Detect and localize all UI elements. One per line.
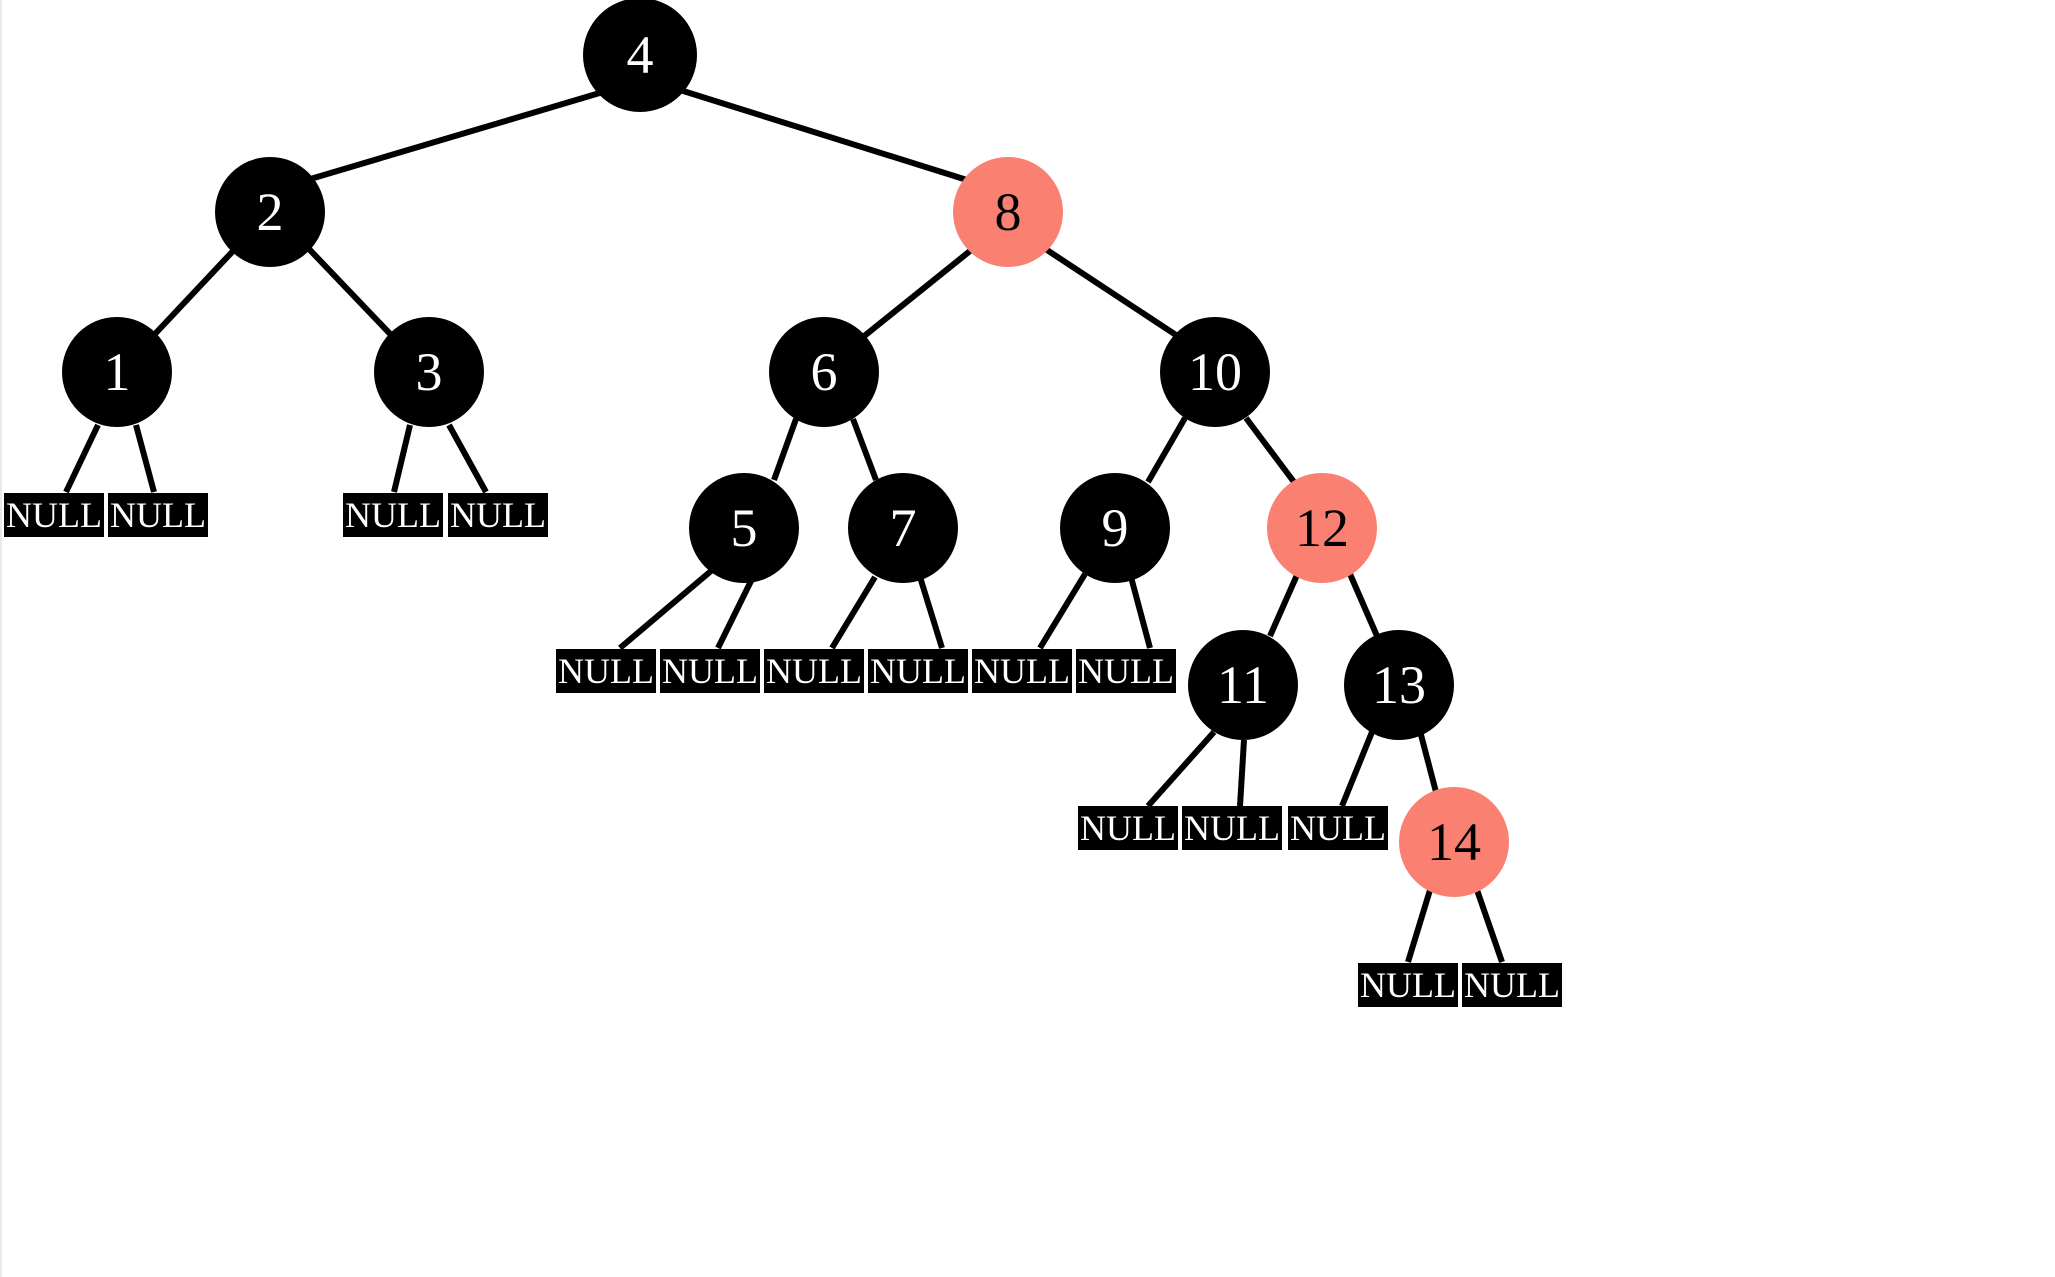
tree-edge xyxy=(306,89,604,183)
nil-leaf[interactable]: NULL xyxy=(1358,963,1458,1007)
nil-leaf[interactable]: NULL xyxy=(448,493,548,537)
nil-leaf-label: NULL xyxy=(450,495,546,535)
tree-node-label: 10 xyxy=(1188,342,1242,402)
nil-leaf[interactable]: NULL xyxy=(1182,806,1282,850)
tree-node-7[interactable]: 7 xyxy=(848,473,958,583)
tree-node-9[interactable]: 9 xyxy=(1060,473,1170,583)
tree-edge xyxy=(391,424,413,493)
tree-node-label: 1 xyxy=(103,342,131,402)
tree-edge xyxy=(446,423,489,494)
nil-leaf-label: NULL xyxy=(558,651,654,691)
tree-edge xyxy=(715,577,755,650)
tree-edge xyxy=(850,417,879,482)
tree-edge xyxy=(829,575,878,650)
tree-node-label: 4 xyxy=(626,25,654,85)
tree-edge xyxy=(1243,416,1297,484)
tree-node-11[interactable]: 11 xyxy=(1188,630,1298,740)
nil-leaf-label: NULL xyxy=(974,651,1070,691)
nil-leaf[interactable]: NULL xyxy=(764,649,864,693)
nil-leaf-label: NULL xyxy=(766,651,862,691)
nil-leaf[interactable]: NULL xyxy=(343,493,443,537)
nil-leaf[interactable]: NULL xyxy=(1078,806,1178,850)
tree-node-label: 8 xyxy=(994,182,1022,242)
tree-node-label: 7 xyxy=(889,498,917,558)
tree-edge xyxy=(306,246,397,341)
tree-node-4[interactable]: 4 xyxy=(583,0,697,112)
tree-edge xyxy=(133,424,157,493)
tree-node-label: 6 xyxy=(810,342,838,402)
tree-edge xyxy=(1128,576,1153,649)
tree-node-3[interactable]: 3 xyxy=(374,317,484,427)
tree-node-label: 14 xyxy=(1427,812,1481,872)
tree-node-8[interactable]: 8 xyxy=(953,157,1063,267)
nil-leaf-label: NULL xyxy=(1078,651,1174,691)
tree-edge xyxy=(679,87,968,183)
tree-node-14[interactable]: 14 xyxy=(1399,787,1509,897)
tree-edge xyxy=(1347,572,1380,638)
nil-leaf-label: NULL xyxy=(110,495,206,535)
tree-node-label: 11 xyxy=(1217,655,1269,715)
nil-leaf-label: NULL xyxy=(6,495,102,535)
tree-edge xyxy=(151,248,236,338)
nil-leaf[interactable]: NULL xyxy=(1076,649,1176,693)
nil-leaf-label: NULL xyxy=(1290,808,1386,848)
tree-edge xyxy=(1267,573,1300,638)
tree-edge xyxy=(618,568,713,651)
tree-edge xyxy=(917,576,945,649)
tree-edge xyxy=(1145,416,1188,484)
tree-edge xyxy=(1037,572,1088,650)
tree-node-10[interactable]: 10 xyxy=(1160,317,1270,427)
nil-leaf[interactable]: NULL xyxy=(972,649,1072,693)
tree-edge xyxy=(1339,730,1375,808)
tree-edge xyxy=(1474,889,1505,963)
tree-edge xyxy=(63,423,101,494)
tree-node-label: 12 xyxy=(1295,498,1349,558)
nil-leaf-label: NULL xyxy=(1464,965,1560,1005)
tree-node-label: 13 xyxy=(1372,655,1426,715)
tree-edge xyxy=(1405,889,1433,963)
nil-leaf-label: NULL xyxy=(1184,808,1280,848)
tree-edge xyxy=(1045,247,1181,340)
tree-node-label: 2 xyxy=(256,182,284,242)
tree-node-label: 9 xyxy=(1101,498,1129,558)
tree-node-1[interactable]: 1 xyxy=(62,317,172,427)
nil-leaf-label: NULL xyxy=(1080,808,1176,848)
nil-leaf-label: NULL xyxy=(662,651,758,691)
tree-node-6[interactable]: 6 xyxy=(769,317,879,427)
tree-node-label: 3 xyxy=(415,342,443,402)
tree-node-label: 5 xyxy=(730,498,758,558)
nil-leaf[interactable]: NULL xyxy=(4,493,104,537)
tree-node-12[interactable]: 12 xyxy=(1267,473,1377,583)
nil-leaf[interactable]: NULL xyxy=(1462,963,1562,1007)
nil-leaf[interactable]: NULL xyxy=(868,649,968,693)
tree-node-2[interactable]: 2 xyxy=(215,157,325,267)
tree-edge xyxy=(771,417,799,482)
nil-leaf-label: NULL xyxy=(870,651,966,691)
tree-edge xyxy=(861,248,972,340)
nil-leaf[interactable]: NULL xyxy=(660,649,760,693)
nil-leaf[interactable]: NULL xyxy=(1288,806,1388,850)
nil-leaf[interactable]: NULL xyxy=(556,649,656,693)
tree-node-13[interactable]: 13 xyxy=(1344,630,1454,740)
nil-leaf-label: NULL xyxy=(345,495,441,535)
nil-leaf-label: NULL xyxy=(1360,965,1456,1005)
tree-edge xyxy=(1417,730,1439,793)
tree-edge xyxy=(1237,739,1247,807)
nil-leaf[interactable]: NULL xyxy=(108,493,208,537)
tree-edge xyxy=(1145,730,1217,808)
tree-node-5[interactable]: 5 xyxy=(689,473,799,583)
